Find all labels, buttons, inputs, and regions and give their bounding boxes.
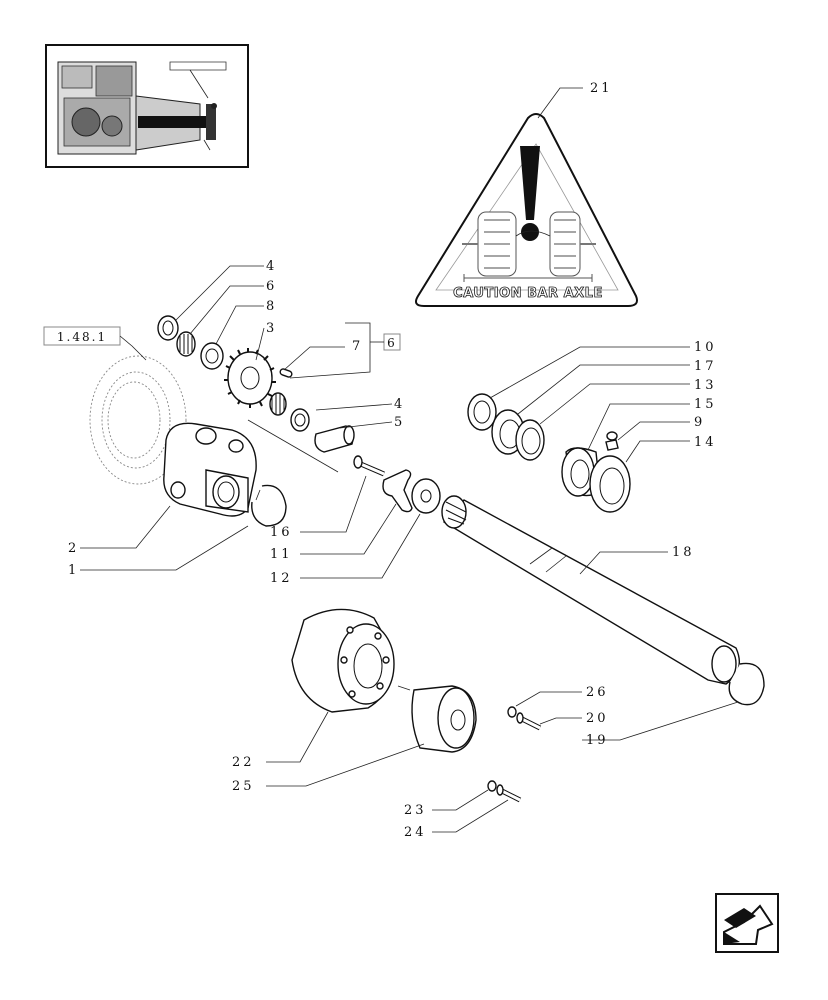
callout-21: 21 bbox=[590, 81, 613, 96]
part-thrust-plate-11 bbox=[382, 469, 413, 513]
exclamation-icon bbox=[520, 146, 540, 241]
caution-triangle: CAUTION BAR AXLE bbox=[415, 113, 638, 307]
part-flange-25 bbox=[411, 685, 477, 753]
part-axle-shaft-18 bbox=[441, 495, 740, 685]
callout-16: 16 bbox=[270, 525, 293, 540]
warning-label: CAUTION BAR AXLE bbox=[453, 286, 603, 301]
callout-5: 5 bbox=[394, 415, 405, 430]
callout-20: 20 bbox=[586, 711, 609, 726]
callout-23: 23 bbox=[404, 803, 427, 818]
callouts: 21 4 6 8 3 7 4 5 10 17 13 15 9 14 18 16 … bbox=[68, 81, 717, 840]
tractor-transmission-thumbnail-icon bbox=[57, 61, 227, 155]
callout-11: 11 bbox=[270, 547, 293, 562]
part-needle-bearing-6b bbox=[269, 392, 287, 416]
part-planet-gear-3 bbox=[224, 348, 276, 408]
part-bolt-24 bbox=[496, 784, 522, 803]
callout-26: 26 bbox=[586, 685, 609, 700]
callout-17: 17 bbox=[694, 359, 717, 374]
callout-9: 9 bbox=[694, 415, 705, 430]
kit-box-label: 6 bbox=[387, 336, 397, 350]
part-washer-4a bbox=[157, 315, 179, 341]
leader-lines bbox=[80, 87, 739, 833]
part-circlip-1 bbox=[251, 484, 287, 527]
part-seal-14 bbox=[589, 455, 631, 513]
part-washer-8 bbox=[200, 342, 224, 370]
part-seal-13 bbox=[515, 419, 545, 461]
callout-25: 25 bbox=[232, 779, 255, 794]
callout-1: 1 bbox=[68, 563, 79, 578]
part-washer-4b bbox=[290, 408, 310, 432]
callout-10: 10 bbox=[694, 340, 717, 355]
part-bolt-16 bbox=[353, 455, 385, 477]
thumbnail-frame bbox=[45, 44, 249, 168]
part-bolt-20 bbox=[516, 712, 542, 731]
callout-3: 3 bbox=[266, 321, 277, 336]
callout-19: 19 bbox=[586, 733, 609, 748]
callout-18: 18 bbox=[672, 545, 695, 560]
part-pin-7 bbox=[279, 368, 293, 378]
callout-6: 6 bbox=[266, 279, 277, 294]
callout-2: 2 bbox=[68, 541, 79, 556]
kit-box: 6 bbox=[383, 333, 401, 351]
part-grease-nipple-9 bbox=[605, 431, 619, 451]
callout-15: 15 bbox=[694, 397, 717, 412]
reference-box-label: 1.48.1 bbox=[57, 330, 107, 344]
callout-8: 8 bbox=[266, 299, 277, 314]
callout-22: 22 bbox=[232, 755, 255, 770]
callout-12: 12 bbox=[270, 571, 293, 586]
part-bearing-15 bbox=[561, 447, 601, 497]
callout-24: 24 bbox=[404, 825, 427, 840]
part-pin-5 bbox=[314, 425, 355, 453]
part-circlip-19 bbox=[728, 662, 765, 706]
part-washer-23 bbox=[487, 780, 497, 792]
part-washer-26 bbox=[507, 706, 517, 718]
reference-box: 1.48.1 bbox=[43, 326, 121, 346]
callout-14: 14 bbox=[694, 435, 717, 450]
callout-13: 13 bbox=[694, 378, 717, 393]
axle-wheels-icon bbox=[462, 211, 596, 282]
part-planet-carrier bbox=[163, 422, 257, 517]
part-needle-bearing-6 bbox=[176, 331, 196, 357]
part-washer-12 bbox=[411, 478, 441, 514]
part-lock-nut-10 bbox=[467, 393, 497, 431]
callout-4a: 4 bbox=[266, 259, 277, 274]
callout-7: 7 bbox=[352, 339, 363, 354]
back-arrow-icon[interactable] bbox=[715, 893, 779, 953]
part-hub-22 bbox=[291, 608, 395, 713]
ring-gear-ghost bbox=[89, 355, 187, 485]
callout-4b: 4 bbox=[394, 397, 405, 412]
